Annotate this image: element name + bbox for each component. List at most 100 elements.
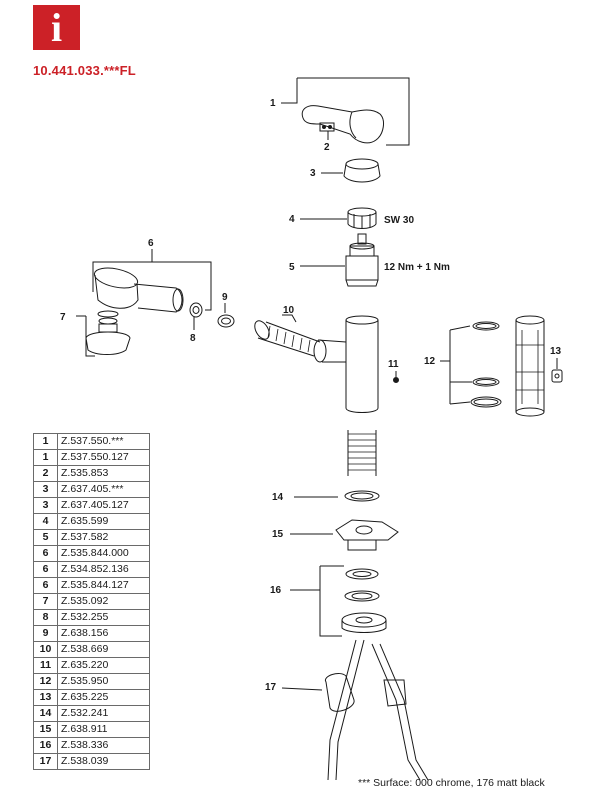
leader-1 bbox=[281, 78, 298, 104]
part-position: 15 bbox=[33, 721, 58, 738]
part-position: 3 bbox=[33, 481, 58, 498]
callout-9: 9 bbox=[222, 292, 228, 303]
part-position: 7 bbox=[33, 593, 58, 610]
part-number: Z.535.844.127 bbox=[57, 577, 150, 594]
callout-1: 1 bbox=[270, 98, 276, 109]
part-number: Z.537.550.127 bbox=[57, 449, 150, 466]
callout-3: 3 bbox=[310, 168, 316, 179]
surface-footnote: *** Surface: 000 chrome, 176 matt black bbox=[358, 777, 545, 789]
part-number: Z.532.255 bbox=[57, 609, 150, 626]
part-16-washer-set bbox=[341, 568, 387, 633]
callout-7: 7 bbox=[60, 312, 66, 323]
part-7-spray-insert bbox=[85, 310, 131, 355]
part-position: 16 bbox=[33, 737, 58, 754]
callout-17: 17 bbox=[265, 682, 277, 693]
part-number: Z.635.220 bbox=[57, 657, 150, 674]
part-5-cartridge bbox=[345, 233, 379, 287]
part-14-gasket bbox=[344, 490, 380, 502]
part-number: Z.534.852.136 bbox=[57, 561, 150, 578]
part-12-sleeve bbox=[470, 315, 545, 417]
part-position: 11 bbox=[33, 657, 58, 674]
callout-5: 5 bbox=[289, 262, 295, 273]
callout-12: 12 bbox=[424, 356, 436, 367]
part-number: Z.538.336 bbox=[57, 737, 150, 754]
part-1-lever bbox=[301, 105, 384, 144]
callout-13: 13 bbox=[550, 346, 562, 357]
article-number: 10.441.033.***FL bbox=[33, 63, 136, 78]
part-position: 9 bbox=[33, 625, 58, 642]
callout-10: 10 bbox=[283, 305, 295, 316]
callout-6: 6 bbox=[148, 238, 154, 249]
leader-12a bbox=[449, 325, 471, 331]
bracket-7 bbox=[85, 316, 95, 357]
part-10-hose bbox=[254, 320, 321, 357]
part-3-cap bbox=[343, 158, 381, 183]
part-position: 13 bbox=[33, 689, 58, 706]
info-icon: i bbox=[50, 4, 63, 50]
part-number: Z.635.225 bbox=[57, 689, 150, 706]
part-number: Z.538.039 bbox=[57, 753, 150, 770]
bracket-16 bbox=[319, 566, 342, 637]
bracket-6 bbox=[92, 261, 212, 311]
part-9-seal bbox=[217, 314, 235, 328]
part-number: Z.638.156 bbox=[57, 625, 150, 642]
part-number: Z.535.853 bbox=[57, 465, 150, 482]
part-position: 8 bbox=[33, 609, 58, 626]
part-17-hose-weight bbox=[324, 639, 429, 781]
spec-cartridge-torque: 12 Nm + 1 Nm bbox=[384, 262, 450, 273]
leader-17 bbox=[281, 687, 323, 691]
part-number: Z.535.092 bbox=[57, 593, 150, 610]
part-15-plate bbox=[335, 519, 399, 551]
part-position: 2 bbox=[33, 465, 58, 482]
info-icon-badge: i bbox=[33, 5, 80, 50]
part-position: 3 bbox=[33, 497, 58, 514]
callout-15: 15 bbox=[272, 529, 284, 540]
part-6-spray-head bbox=[93, 267, 184, 313]
part-position: 12 bbox=[33, 673, 58, 690]
part-number: Z.537.582 bbox=[57, 529, 150, 546]
part-number: Z.637.405.127 bbox=[57, 497, 150, 514]
part-number: Z.638.911 bbox=[57, 721, 150, 738]
callout-14: 14 bbox=[272, 492, 284, 503]
leader-12c bbox=[449, 401, 471, 405]
part-position: 5 bbox=[33, 529, 58, 546]
part-position: 6 bbox=[33, 545, 58, 562]
part-number: Z.537.550.*** bbox=[57, 433, 150, 450]
part-number: Z.532.241 bbox=[57, 705, 150, 722]
part-number: Z.535.950 bbox=[57, 673, 150, 690]
part-position: 1 bbox=[33, 433, 58, 450]
part-position: 1 bbox=[33, 449, 58, 466]
part-position: 6 bbox=[33, 577, 58, 594]
part-position: 10 bbox=[33, 641, 58, 658]
threaded-shank bbox=[347, 430, 377, 476]
part-position: 4 bbox=[33, 513, 58, 530]
part-position: 6 bbox=[33, 561, 58, 578]
part-13-clip bbox=[551, 369, 563, 383]
callout-11: 11 bbox=[388, 359, 399, 370]
callout-16: 16 bbox=[270, 585, 282, 596]
callout-4: 4 bbox=[289, 214, 295, 225]
spec-nut-size: SW 30 bbox=[384, 215, 414, 226]
part-11-screw bbox=[393, 377, 399, 383]
